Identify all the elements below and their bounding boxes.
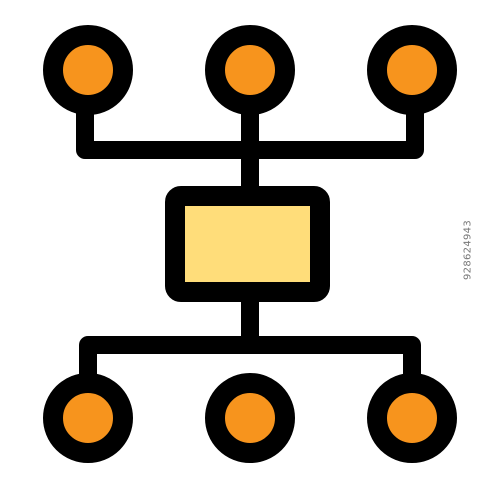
bottom-left-node <box>43 373 133 463</box>
top-center-node <box>205 25 295 115</box>
bottom-right-node <box>367 373 457 463</box>
top-right-node <box>367 25 457 115</box>
top-left-node <box>43 25 133 115</box>
bottom-nodes <box>43 373 457 463</box>
stock-id-label: 928624943 <box>462 220 474 280</box>
top-connector <box>76 99 424 199</box>
center-box <box>165 186 330 302</box>
bottom-center-node <box>205 373 295 463</box>
top-nodes <box>43 25 457 115</box>
connector-lines <box>76 99 424 394</box>
bottom-connector <box>79 291 421 394</box>
